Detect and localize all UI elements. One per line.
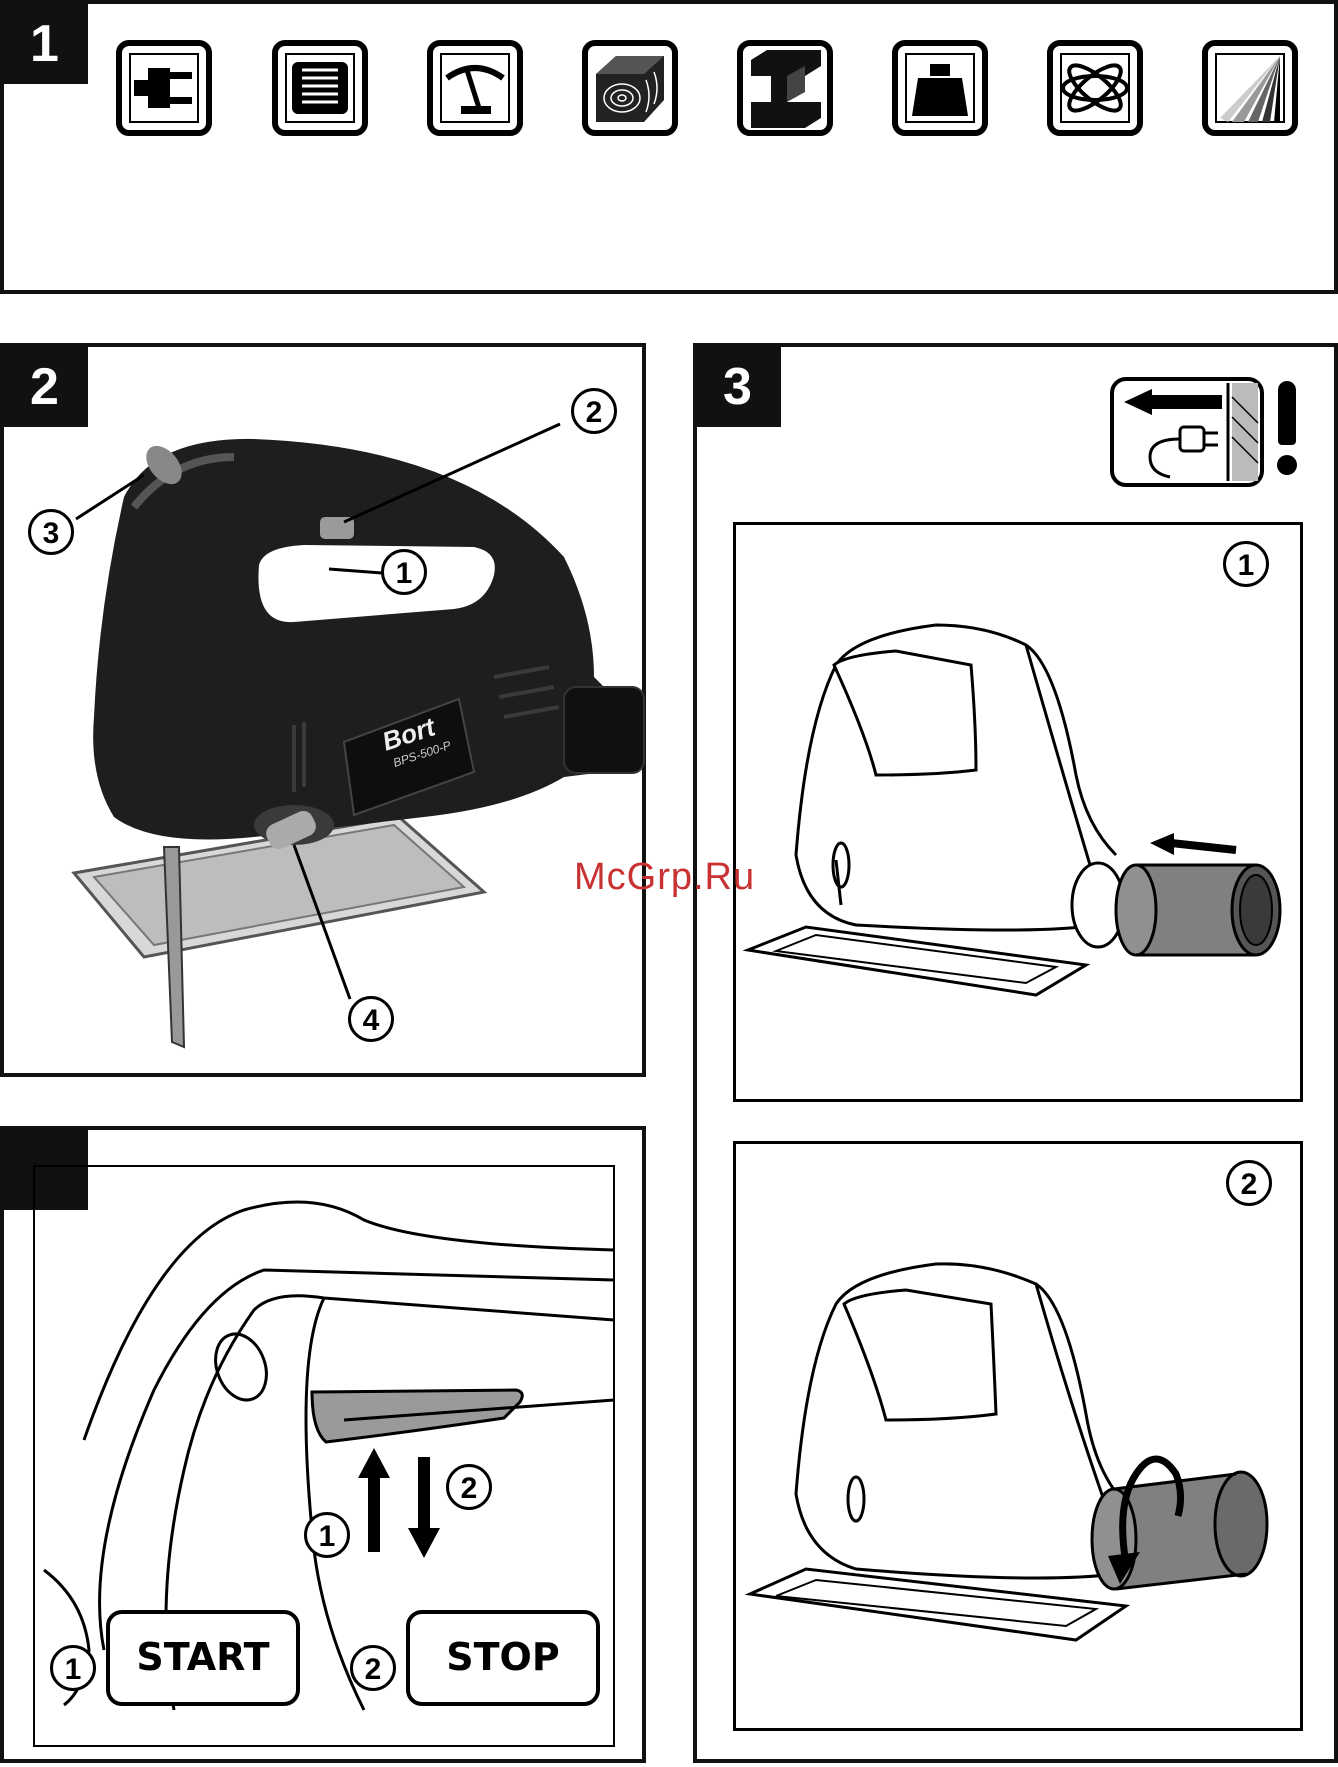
start-number: 1	[50, 1645, 96, 1691]
callout-3: 3	[28, 509, 74, 555]
figure-3-number: 3	[697, 347, 781, 427]
figure-1-number: 1	[4, 4, 88, 84]
figure-3-step-1: 1	[733, 522, 1303, 1102]
speed-gauge-icon	[427, 40, 523, 136]
callout-2: 2	[571, 388, 617, 434]
dust-adapter-attach-illustration	[736, 525, 1306, 1105]
power-plug-icon	[116, 40, 212, 136]
arrow-label-1: 1	[304, 1512, 350, 1558]
weight-icon	[892, 40, 988, 136]
figure-1-panel: 1	[0, 0, 1338, 294]
stop-number: 2	[350, 1645, 396, 1691]
metal-profile-icon	[737, 40, 833, 136]
figure-3-step-2: 2	[733, 1141, 1303, 1731]
unplug-warning-icon	[1110, 377, 1280, 489]
arrow-label-2: 2	[446, 1464, 492, 1510]
figure-4-panel: 1 2 1 START 2 STOP	[0, 1126, 646, 1763]
watermark-text: McGrp.Ru	[574, 856, 755, 899]
figure-3-panel: 3 1	[693, 343, 1338, 1763]
dust-adapter-rotate-illustration	[736, 1144, 1306, 1734]
callout-4: 4	[348, 996, 394, 1042]
callout-leaders	[4, 347, 650, 1081]
wood-icon	[582, 40, 678, 136]
bevel-angle-icon	[1202, 40, 1298, 136]
figure-2-panel: 2 Bort BPS-500-P	[0, 343, 646, 1077]
start-button: START	[106, 1610, 300, 1706]
motor-icon	[272, 40, 368, 136]
callout-1: 1	[381, 549, 427, 595]
pendulum-stroke-icon	[1047, 40, 1143, 136]
warning-exclamation-icon	[1276, 381, 1298, 481]
stop-button: STOP	[406, 1610, 600, 1706]
